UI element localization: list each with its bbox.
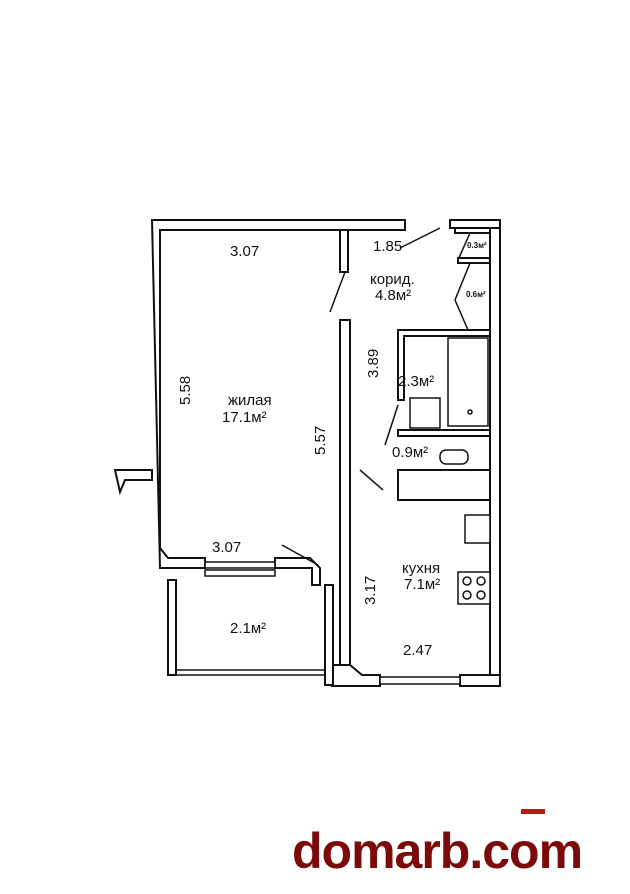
dim-corridor-length: 3.89 [365, 349, 382, 378]
corridor-name: корид. [370, 271, 415, 288]
sink-icon [409, 397, 441, 429]
closet2-area: 0.6м² [466, 290, 486, 299]
watermark-logo: domarb.com [292, 823, 583, 879]
dim-kitchen-width: 2.47 [403, 642, 432, 659]
kitchen-name: кухня [402, 560, 440, 577]
bathroom-area: 2.3м² [398, 373, 434, 390]
toilet-area: 0.9м² [392, 444, 428, 461]
kitchen-area: 7.1м² [404, 576, 440, 593]
watermark-accent [521, 809, 545, 814]
fixtures [409, 337, 491, 605]
dim-kitchen-length: 3.17 [362, 576, 379, 605]
toilet-icon [439, 449, 469, 465]
kitchen-sink-icon [464, 514, 491, 544]
dim-living-right: 5.57 [312, 426, 329, 455]
living-room-area: 17.1м² [222, 409, 267, 426]
walls [113, 219, 501, 687]
dim-corridor-width: 1.85 [373, 238, 402, 255]
labels: жилая 17.1м² корид. 4.8м² 2.3м² 0.9м² ку… [177, 238, 487, 659]
stove-icon [457, 571, 491, 605]
living-room-name: жилая [228, 392, 272, 409]
dim-living-bottom: 3.07 [212, 539, 241, 556]
balcony-area: 2.1м² [230, 620, 266, 637]
doors [281, 227, 471, 566]
corridor-area: 4.8м² [375, 287, 411, 304]
dim-living-left: 5.58 [177, 376, 194, 405]
dim-living-top: 3.07 [230, 243, 259, 260]
closet1-area: 0.3м² [467, 241, 487, 250]
